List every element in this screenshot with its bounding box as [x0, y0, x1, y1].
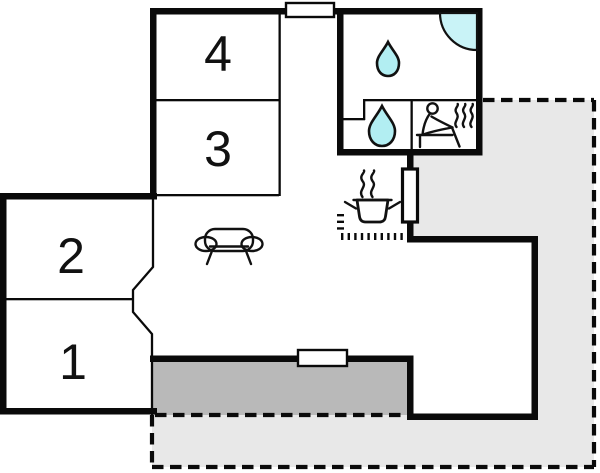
hearth-hatch	[337, 214, 406, 240]
corner-shower-icon	[438, 11, 479, 52]
wall-bathroom-right	[476, 8, 483, 155]
wall-porch-top	[150, 355, 413, 362]
pot-handle-right	[387, 200, 402, 210]
sauna-person-head	[426, 102, 439, 115]
room-label-4: 4	[204, 26, 232, 82]
window-marker-porch	[296, 348, 349, 368]
wall-bathroom-notch-v	[363, 99, 366, 120]
wall-hall-left	[278, 14, 281, 196]
terrace-boundary	[149, 97, 597, 470]
heat-wave	[461, 102, 467, 129]
room-label-2: 2	[57, 228, 85, 284]
sauna-person-arm	[430, 115, 454, 129]
terrace-fill	[482, 100, 594, 155]
sofa-leg-right	[244, 249, 253, 266]
window-marker-top	[284, 1, 336, 19]
steam-wave	[359, 169, 366, 199]
wall-leftwing-left	[0, 193, 7, 414]
wall-doorway-chamfer	[131, 199, 155, 415]
wall-living-right	[531, 236, 538, 420]
wall-bathroom-divider	[364, 99, 476, 102]
wall-wc-sauna-divider	[410, 99, 413, 151]
heat-wave	[469, 102, 475, 129]
heat-waves-icon	[454, 102, 475, 129]
wall-living-bottom	[407, 413, 538, 420]
sofa-armrest-right	[240, 235, 264, 253]
pot-handle-left	[343, 200, 358, 210]
wall-room4-room3-divider	[156, 99, 279, 102]
stove-pot-icon	[343, 198, 402, 224]
chimney-marker	[400, 167, 420, 224]
terrace-fill	[413, 155, 594, 239]
sauna-person-back	[421, 112, 432, 136]
sofa-back	[203, 227, 255, 253]
terrace-fill	[535, 239, 594, 419]
pot-body	[355, 198, 390, 224]
wall-room2-room1-divider	[0, 298, 133, 301]
wall-room3-bottom	[156, 194, 279, 197]
sauna-person-icon	[415, 102, 461, 149]
terrace-area	[152, 100, 594, 467]
terrace-fill	[152, 414, 594, 467]
sofa-leg-left	[205, 249, 214, 266]
wall-living-top	[407, 236, 538, 243]
water-drop-icon	[375, 39, 401, 78]
sofa-armrest-left	[194, 235, 218, 253]
wall-porch-right	[407, 355, 414, 420]
wall-bathroom-notch-h	[343, 118, 365, 121]
heat-wave	[454, 102, 460, 129]
interior-walls	[0, 14, 476, 415]
steam-waves-icon	[359, 169, 376, 199]
wall-rooms43-left	[150, 8, 157, 199]
steam-wave	[369, 169, 376, 199]
wall-leftwing-top	[0, 193, 157, 200]
sofa-icon	[194, 227, 264, 266]
wall-bathroom-left	[337, 8, 344, 155]
room-label-3: 3	[204, 121, 232, 177]
room-label-1: 1	[59, 334, 87, 390]
water-drop-icon	[367, 103, 397, 148]
porch-area	[153, 356, 410, 415]
sauna-person-leg	[421, 126, 461, 148]
wall-leftwing-bottom	[0, 408, 157, 415]
